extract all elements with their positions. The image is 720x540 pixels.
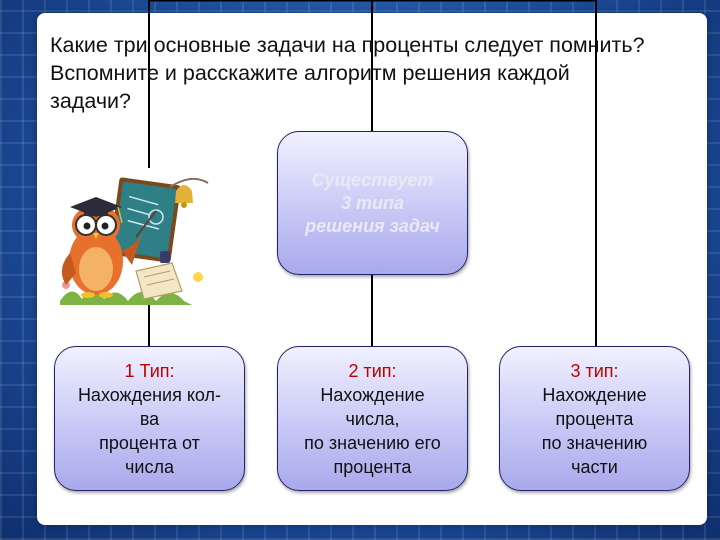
type-2-line-1: Нахождение: [320, 384, 425, 405]
type-3-node: 3 тип: Нахождение процента по значению ч…: [499, 346, 690, 491]
question-text: Какие три основные задачи на проценты сл…: [50, 31, 650, 115]
type-3-line-3: по значению: [541, 432, 648, 453]
type-1-line-3: процента от: [99, 432, 200, 453]
question-line-1: Какие три основные задачи на проценты сл…: [50, 33, 645, 57]
type-1-line-1: Нахождения кол-: [77, 384, 222, 405]
type-1-node: 1 Тип: Нахождения кол- ва процента от чи…: [54, 346, 245, 491]
type-1-title: 1 Тип:: [124, 360, 175, 381]
type-2-line-3: по значению его: [304, 432, 441, 453]
type-1-line-4: числа: [125, 456, 174, 477]
type-2-title: 2 тип:: [348, 360, 397, 381]
type-2-line-4: процента: [333, 456, 412, 477]
type-3-line-2: процента: [555, 408, 634, 429]
center-line-3: решения задач: [305, 215, 440, 236]
type-3-line-1: Нахождение: [542, 384, 647, 405]
type-3-line-4: части: [571, 456, 618, 477]
type-1-line-2: ва: [139, 408, 160, 429]
type-2-node: 2 тип: Нахождение числа, по значению его…: [277, 346, 468, 491]
question-line-2: Вспомните и расскажите алгоритм решения …: [50, 61, 570, 113]
type-2-line-2: числа,: [345, 408, 400, 429]
center-node: Существует 3 типа решения задач: [277, 131, 468, 275]
center-line-1: Существует: [311, 169, 434, 190]
center-line-2: 3 типа: [340, 192, 405, 213]
type-3-title: 3 тип:: [570, 360, 619, 381]
owl-teacher-icon: [60, 177, 209, 305]
